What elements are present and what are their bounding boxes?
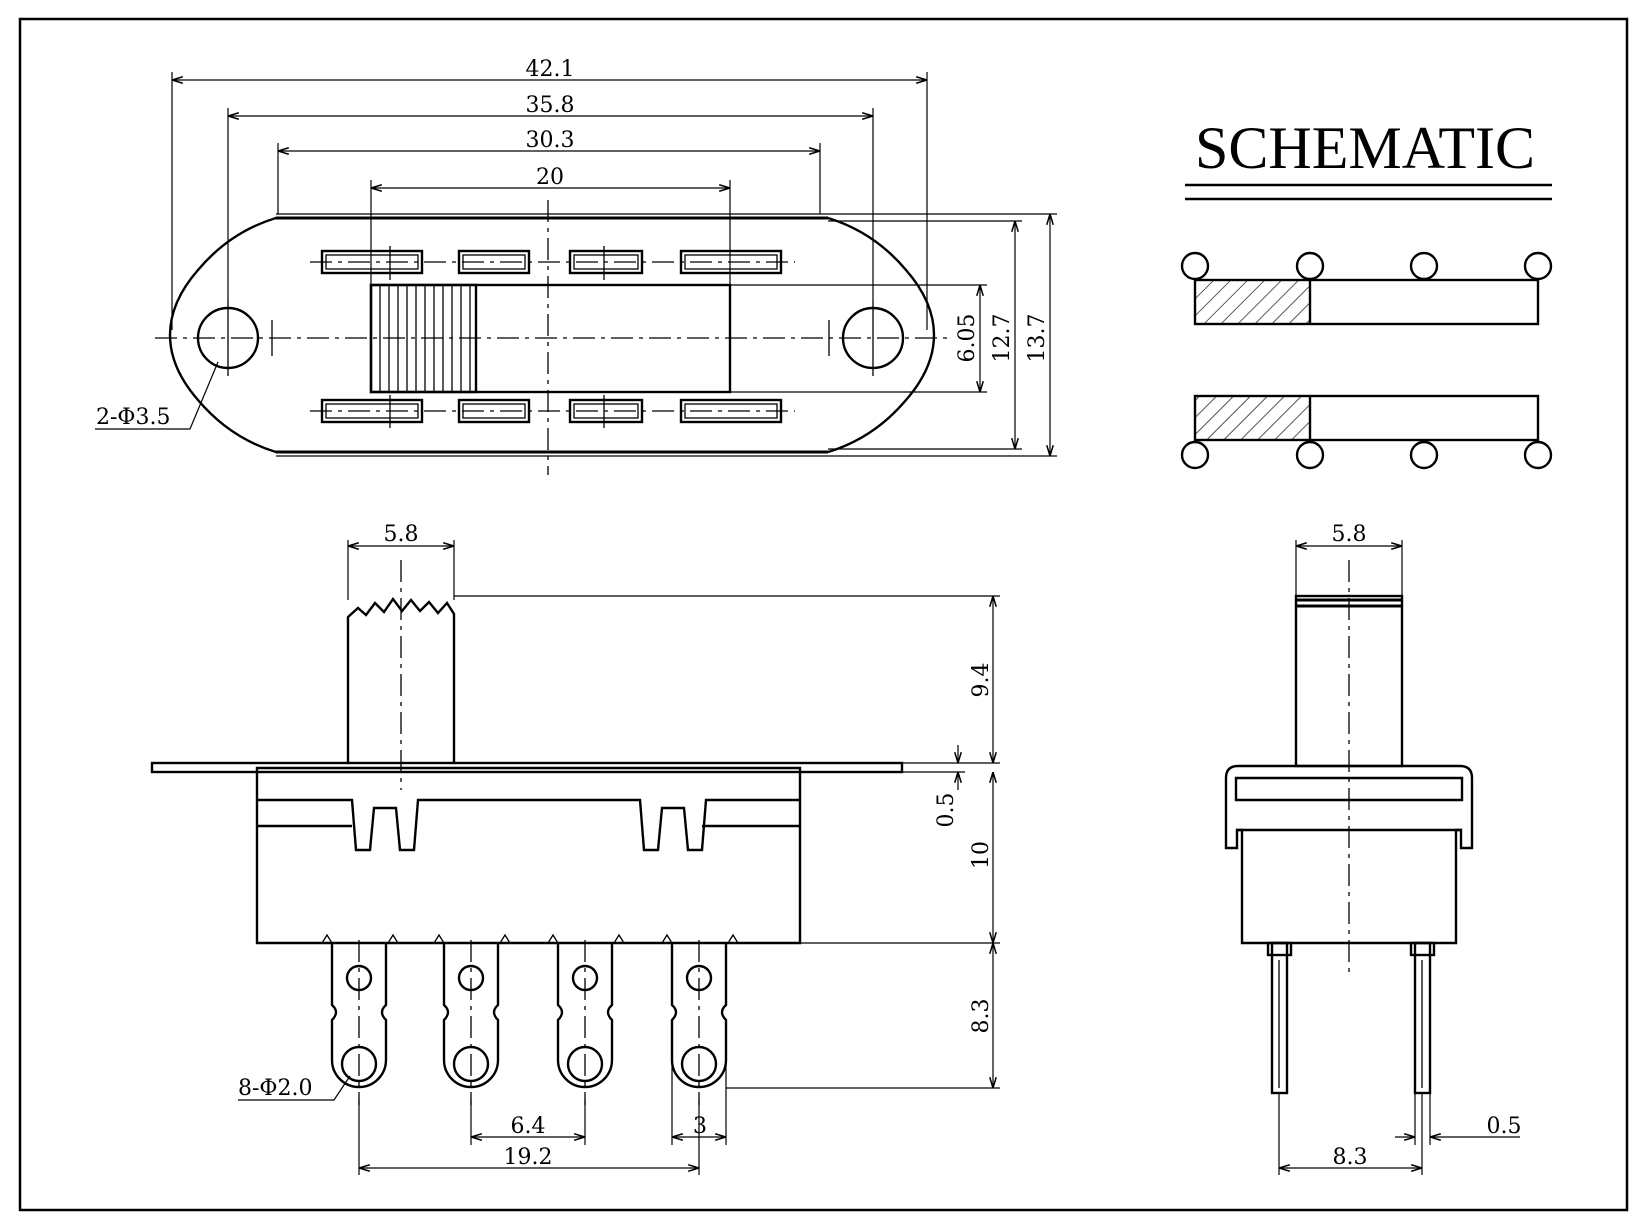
top-dimensions bbox=[95, 72, 1057, 457]
terminal-callout-label: 8-Φ2.0 bbox=[238, 1076, 312, 1101]
terminals bbox=[321, 933, 739, 1089]
dim-slider-width-label: 6.05 bbox=[955, 314, 980, 363]
dim-actuator-width-label: 5.8 bbox=[384, 522, 419, 547]
dim-actuator-height-label: 9.4 bbox=[969, 663, 994, 698]
dim-plate-label: 30.3 bbox=[526, 128, 575, 153]
mounting-plate bbox=[150, 761, 904, 774]
dim-overall-label: 42.1 bbox=[526, 57, 575, 82]
drawing-frame bbox=[18, 17, 1629, 1212]
dim-plate-thickness-label: 0.5 bbox=[934, 793, 959, 828]
side-dim-pin-thickness-label: 0.5 bbox=[1487, 1114, 1522, 1139]
side-dim-pin-spacing-label: 8.3 bbox=[1333, 1145, 1368, 1170]
hole-callout-label: 2-Φ3.5 bbox=[96, 405, 170, 430]
dim-body-width-label: 12.7 bbox=[990, 314, 1015, 363]
front-view: 5.8 9.4 0.5 10 8.3 8-Φ2.0 6.4 3 19.2 bbox=[150, 522, 1000, 1175]
dim-plate-width-label: 13.7 bbox=[1025, 314, 1050, 363]
dim-slot-span-label: 20 bbox=[536, 165, 564, 190]
dim-terminal-width-label: 3 bbox=[693, 1114, 707, 1139]
side-dimensions bbox=[1278, 540, 1520, 1175]
side-view: 5.8 0.5 8.3 bbox=[1224, 522, 1522, 1175]
dim-terminal-pitch-label: 6.4 bbox=[511, 1114, 546, 1139]
dim-body-height-label: 10 bbox=[969, 841, 994, 869]
dim-mount-holes-label: 35.8 bbox=[526, 93, 575, 118]
schematic-switch-upper bbox=[1180, 251, 1553, 326]
dim-terminal-length-label: 8.3 bbox=[969, 999, 994, 1034]
schematic-title: SCHEMATIC bbox=[1195, 115, 1535, 181]
dim-terminal-span-label: 19.2 bbox=[504, 1145, 553, 1170]
schematic: SCHEMATIC bbox=[1180, 115, 1553, 470]
front-dimensions bbox=[238, 540, 1000, 1175]
top-view: 42.1 35.8 30.3 20 6.05 12.7 13.7 2-Φ3.5 bbox=[95, 57, 1057, 475]
side-body bbox=[1224, 764, 1474, 945]
side-dim-actuator-width-label: 5.8 bbox=[1332, 522, 1367, 547]
schematic-switch-lower bbox=[1180, 394, 1553, 470]
switch-body bbox=[255, 766, 802, 945]
actuator bbox=[346, 596, 456, 763]
